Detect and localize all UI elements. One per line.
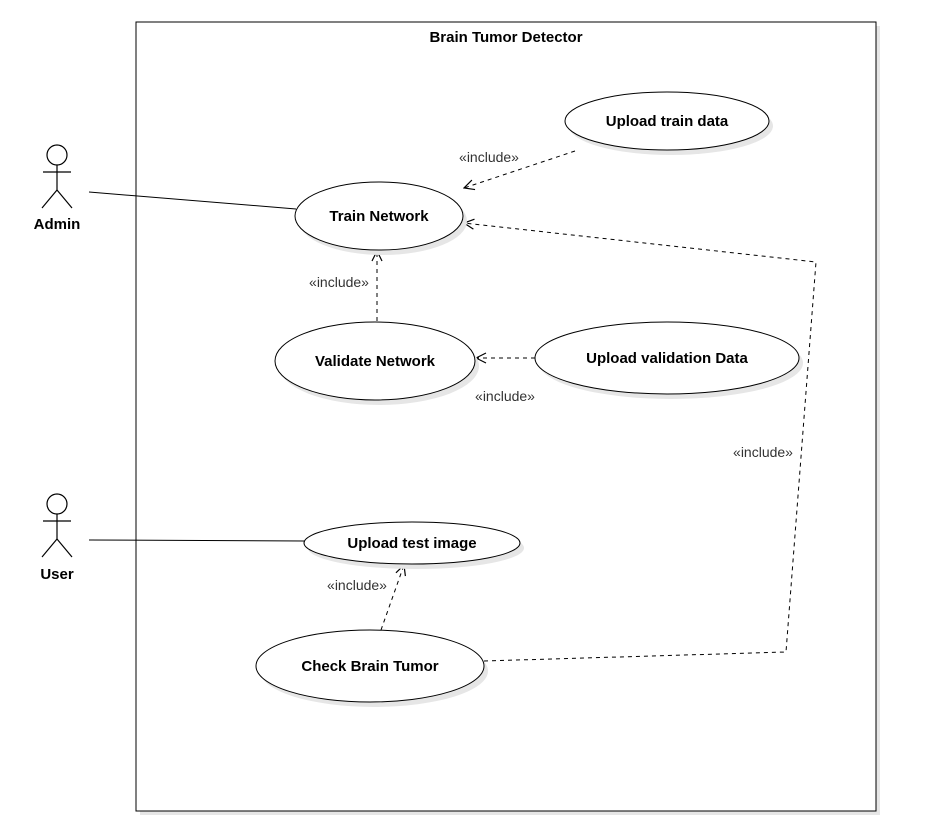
system-title: Brain Tumor Detector: [429, 29, 582, 46]
include-arrow-upload-train-to-train[interactable]: [464, 150, 576, 188]
actor-user-label: User: [40, 566, 74, 583]
system-boundary[interactable]: Brain Tumor Detector: [135, 21, 880, 815]
use-case-check-brain-tumor[interactable]: Check Brain Tumor: [255, 629, 488, 707]
include-label-check-upload-test: «include»: [327, 577, 387, 593]
use-case-upload-train-data-label: Upload train data: [606, 113, 729, 130]
actor-admin-label: Admin: [34, 216, 81, 233]
use-case-check-brain-tumor-label: Check Brain Tumor: [301, 658, 438, 675]
include-label-validate-train: «include»: [309, 274, 369, 290]
use-case-upload-test-image[interactable]: Upload test image: [303, 521, 524, 569]
use-case-upload-validation-data-label: Upload validation Data: [586, 350, 748, 367]
use-case-train-network-label: Train Network: [329, 208, 429, 225]
association-admin-train[interactable]: [88, 191, 297, 210]
actor-user[interactable]: [41, 493, 73, 558]
use-case-upload-test-image-label: Upload test image: [347, 535, 476, 552]
include-arrow-check-to-train[interactable]: [464, 223, 817, 662]
use-case-train-network[interactable]: Train Network: [294, 181, 467, 255]
include-label-upload-validation: «include»: [475, 388, 535, 404]
include-label-check-train: «include»: [733, 444, 793, 460]
include-arrow-check-to-upload-test[interactable]: [380, 565, 404, 631]
use-case-upload-train-data[interactable]: Upload train data: [564, 91, 773, 155]
actor-admin[interactable]: [41, 144, 73, 209]
include-label-upload-train: «include»: [459, 149, 519, 165]
association-user-upload-test[interactable]: [88, 539, 306, 542]
use-case-upload-validation-data[interactable]: Upload validation Data: [534, 321, 803, 399]
use-case-validate-network-label: Validate Network: [315, 353, 436, 370]
use-case-validate-network[interactable]: Validate Network: [274, 321, 479, 405]
